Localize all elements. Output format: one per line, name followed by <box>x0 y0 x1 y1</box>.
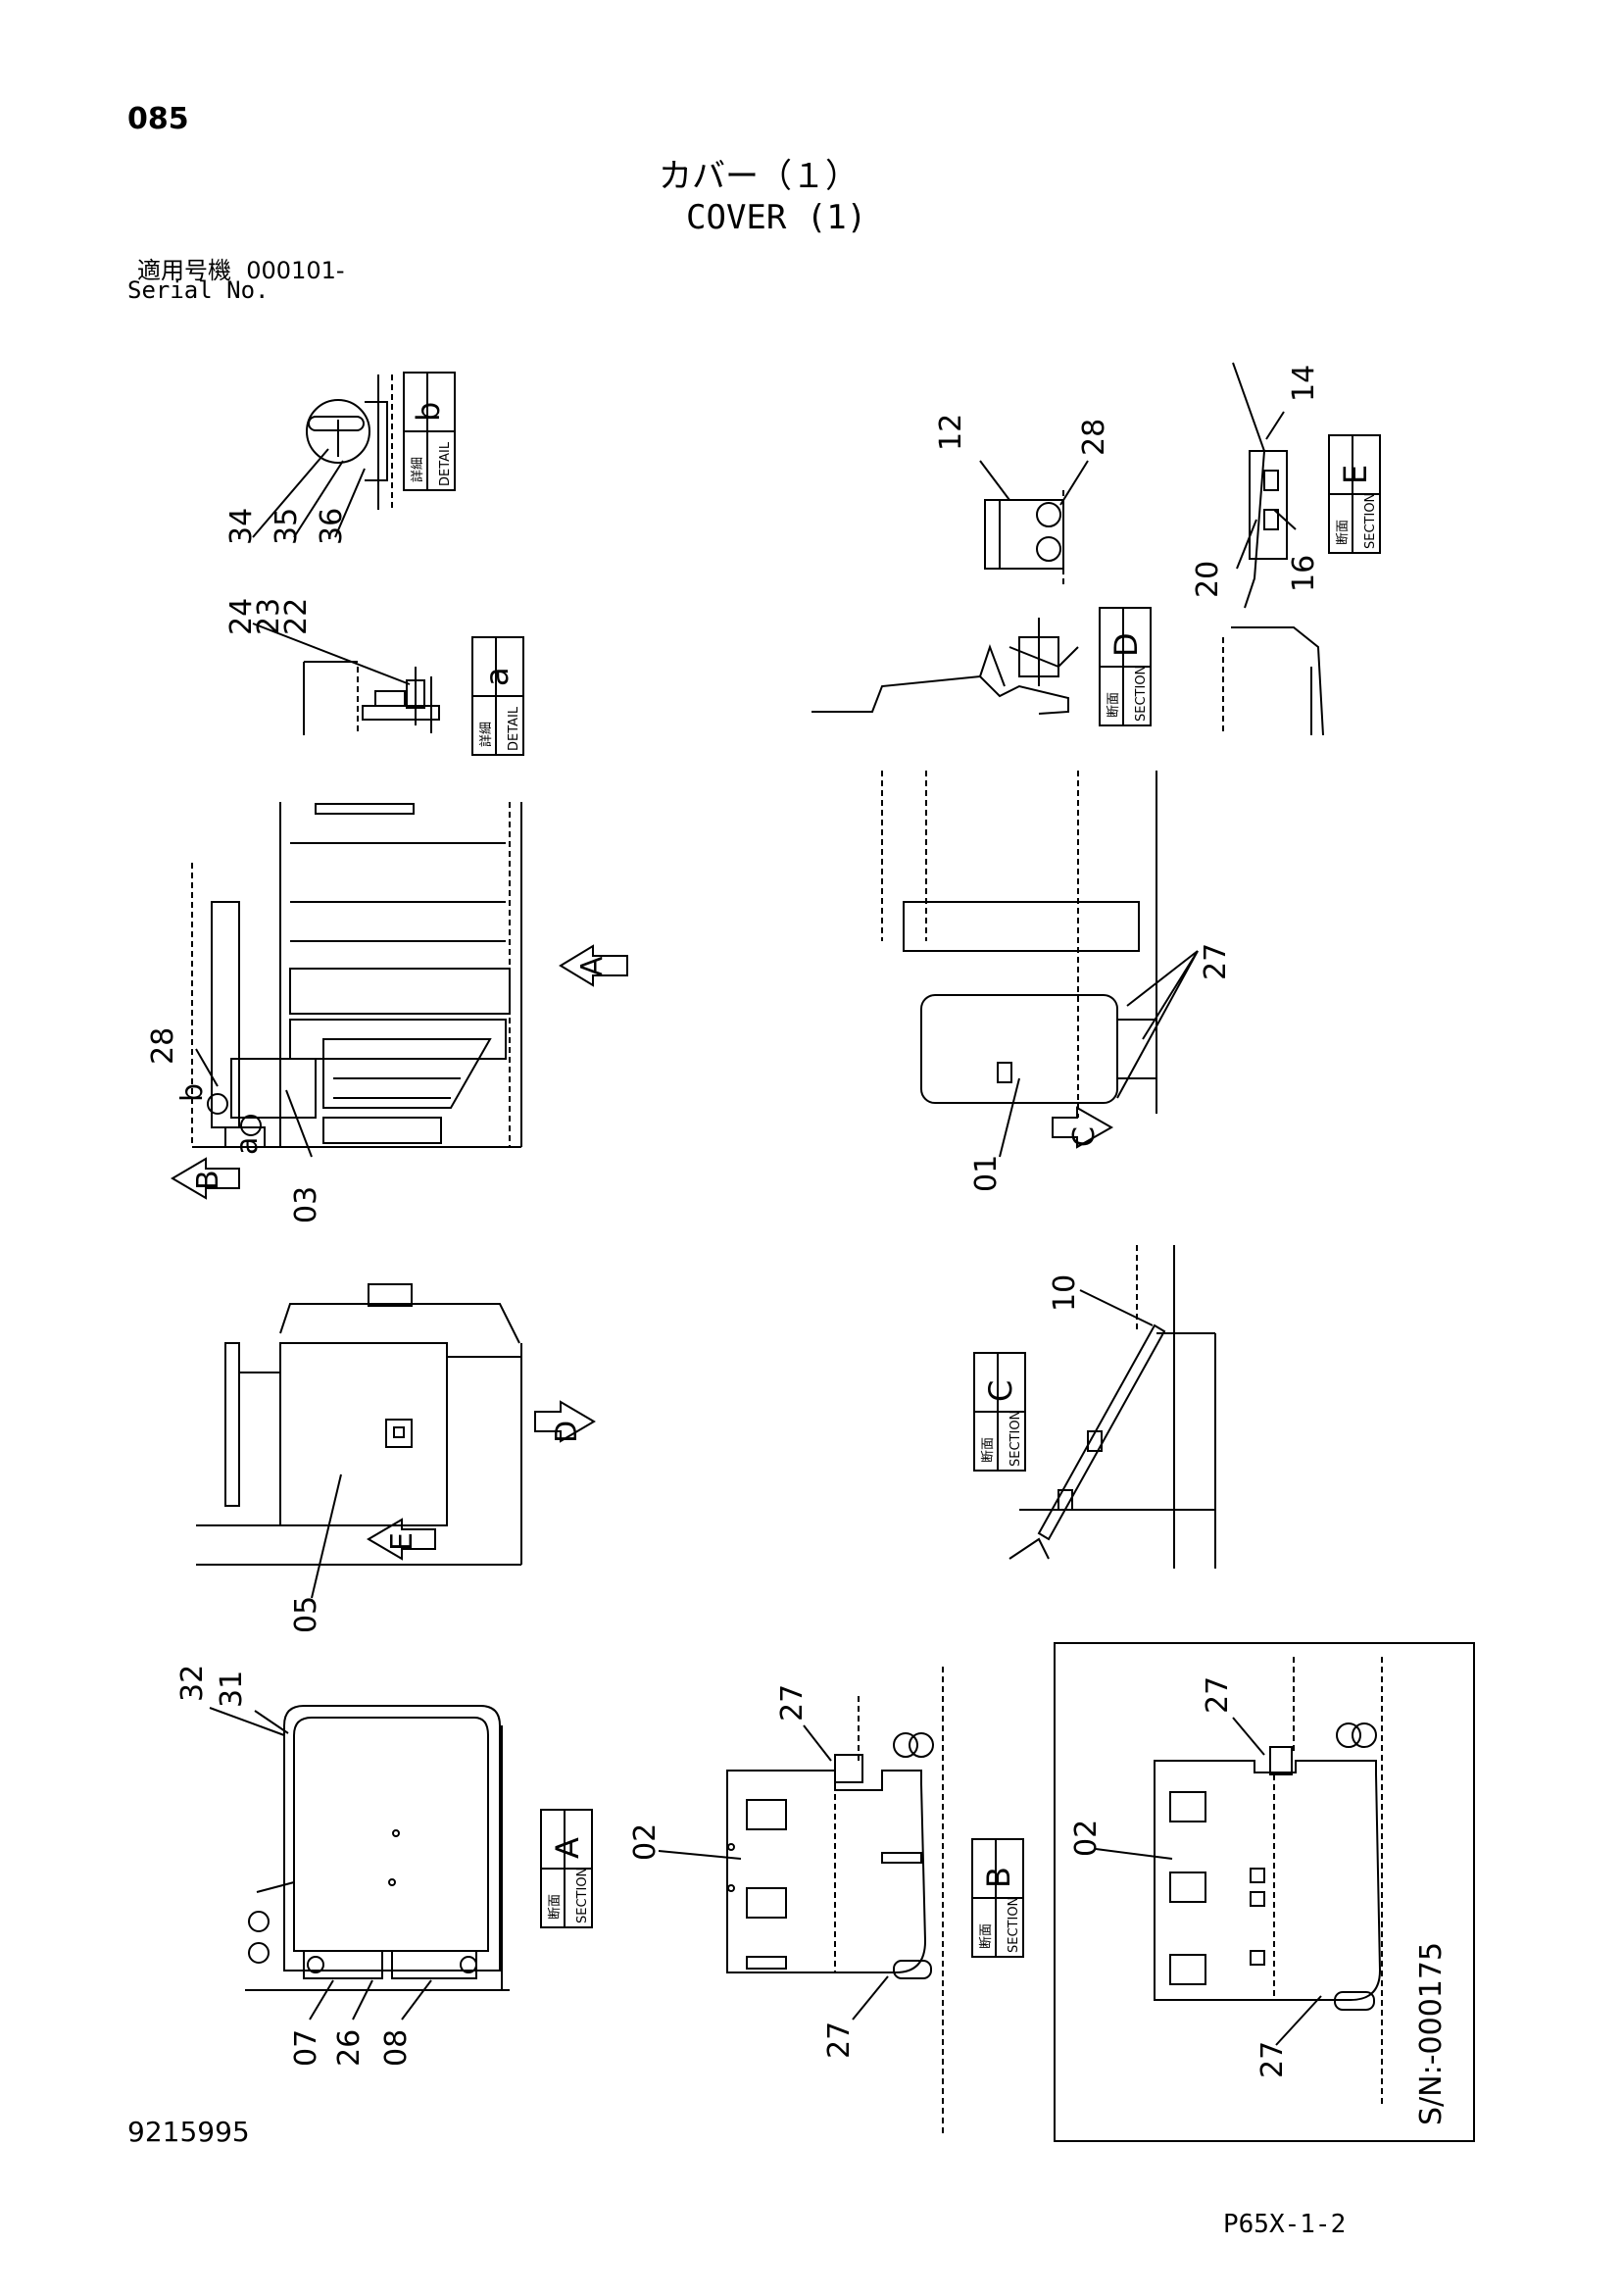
section-b-view: 02 27 27 <box>628 1667 944 2137</box>
section-d-tag: 断面 SECTION D <box>1099 607 1152 726</box>
serial-value: 000101- <box>246 257 345 284</box>
section-d-label-jp: 断面 <box>1107 692 1121 718</box>
drawing-number: 9215995 <box>127 2116 250 2148</box>
detail-a-label-en: DETAIL <box>507 706 521 751</box>
callout-34: 34 <box>224 508 259 545</box>
main-top-view: 28 03 b a <box>146 802 522 1223</box>
callout-23: 23 <box>252 598 286 635</box>
callout-36: 36 <box>315 508 349 545</box>
callout-27-section-b-bottom: 27 <box>822 2021 857 2059</box>
detail-b-view: 34 35 36 <box>224 374 393 545</box>
callout-02-main: 02 <box>628 1823 663 1861</box>
callout-27-alt-bottom: 27 <box>1255 2041 1290 2078</box>
callout-01: 01 <box>969 1155 1004 1192</box>
view-arrow-a-letter: A <box>575 956 610 976</box>
section-a-label-jp: 断面 <box>548 1894 563 1920</box>
detail-a-view: 24 23 22 <box>224 598 440 735</box>
section-c-label-en: SECTION <box>1008 1411 1023 1467</box>
view-arrow-e-letter: E <box>385 1532 419 1551</box>
sheet-code: P65X-1-2 <box>1223 2210 1347 2239</box>
alt-version-box: 02 27 27 S/N:-000175 <box>1054 1642 1475 2142</box>
callout-10: 10 <box>1048 1274 1082 1312</box>
callout-05: 05 <box>289 1596 323 1633</box>
view-arrow-b: B <box>171 1157 240 1200</box>
section-d-upper-view: 12 28 <box>934 414 1111 588</box>
view-arrow-c: C <box>1052 1106 1114 1149</box>
section-b-label-en: SECTION <box>1007 1897 1021 1953</box>
serial-range: 適用号機 000101- <box>137 251 345 285</box>
callout-26: 26 <box>332 2029 367 2067</box>
serial-label-english: Serial No. <box>127 276 270 304</box>
section-b-tag: 断面 SECTION B <box>971 1838 1024 1958</box>
callout-02-alt: 02 <box>1069 1820 1104 1857</box>
callout-08: 08 <box>379 2029 414 2067</box>
section-d-letter: D <box>1107 632 1145 657</box>
callout-detail-a-marker: a <box>230 1137 265 1155</box>
section-e-tag: 断面 SECTION E <box>1328 434 1381 554</box>
detail-b-label-jp: 詳細 <box>410 457 425 482</box>
section-e-label-jp: 断面 <box>1336 520 1351 545</box>
left-mid-view: 05 <box>196 1283 522 1633</box>
page-number: 085 <box>127 102 189 136</box>
callout-24: 24 <box>224 598 259 635</box>
section-e-letter: E <box>1337 465 1374 484</box>
section-c-view: 10 <box>1008 1245 1216 1569</box>
callout-20: 20 <box>1191 561 1225 598</box>
section-c-letter: C <box>982 1380 1019 1402</box>
callout-27-right-mid: 27 <box>1199 943 1233 980</box>
callout-07: 07 <box>289 2029 323 2067</box>
section-a-label-en: SECTION <box>575 1868 590 1923</box>
section-a-tag: 断面 SECTION A <box>540 1809 593 1928</box>
view-arrow-b-letter: B <box>191 1170 225 1190</box>
callout-31: 31 <box>215 1671 249 1708</box>
section-a-letter: A <box>549 1837 586 1859</box>
callout-03: 03 <box>289 1186 323 1223</box>
detail-b-letter: b <box>410 402 447 422</box>
callout-16: 16 <box>1287 555 1321 592</box>
section-e-view: 14 20 16 <box>1191 362 1324 736</box>
callout-35: 35 <box>270 508 304 545</box>
view-arrow-a: A <box>559 944 628 987</box>
title-japanese: カバー（１） <box>659 157 859 196</box>
callout-32: 32 <box>175 1665 210 1702</box>
view-arrow-d-letter: D <box>550 1421 584 1443</box>
section-b-letter: B <box>980 1867 1017 1888</box>
callout-12: 12 <box>934 414 968 451</box>
serial-label-japanese: 適用号機 <box>137 257 231 284</box>
callout-detail-b-marker: b <box>175 1083 210 1102</box>
detail-a-letter: a <box>478 667 516 686</box>
detail-b-label-en: DETAIL <box>438 441 453 486</box>
detail-a-tag: 詳細 DETAIL a <box>471 636 524 756</box>
detail-b-tag: 詳細 DETAIL b <box>403 372 456 491</box>
section-a-view: 32 31 07 26 08 <box>175 1665 510 2067</box>
callout-14: 14 <box>1287 365 1321 402</box>
section-d-lower-view <box>812 618 1079 715</box>
alt-version-serial-label: S/N:-000175 <box>1414 1942 1449 2125</box>
section-c-tag: 断面 SECTION C <box>973 1352 1026 1472</box>
view-arrow-c-letter: C <box>1067 1126 1102 1147</box>
title-english: COVER (1) <box>686 198 867 237</box>
section-d-label-en: SECTION <box>1134 666 1149 722</box>
callout-22: 22 <box>279 598 314 635</box>
callout-28-main: 28 <box>146 1027 180 1065</box>
section-b-label-jp: 断面 <box>979 1923 994 1949</box>
callout-27-alt-top: 27 <box>1201 1676 1235 1714</box>
callout-28-section-d: 28 <box>1077 419 1111 456</box>
callout-27-section-b-top: 27 <box>775 1684 810 1722</box>
view-arrow-e: E <box>367 1518 436 1561</box>
section-c-label-jp: 断面 <box>981 1437 996 1463</box>
right-mid-view: 01 27 <box>881 771 1233 1192</box>
detail-a-label-jp: 詳細 <box>478 722 494 747</box>
view-arrow-d: D <box>534 1400 596 1443</box>
section-e-label-en: SECTION <box>1363 493 1378 549</box>
